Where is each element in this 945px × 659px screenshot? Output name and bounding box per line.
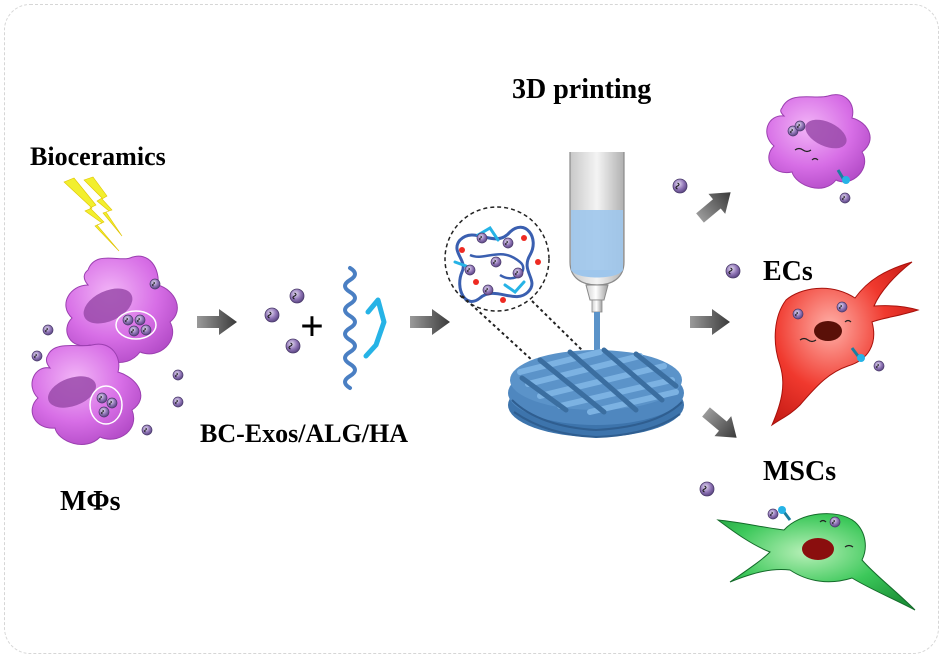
figure-frame [4,4,939,654]
arrow-right-3 [690,309,730,335]
exosome-group-bioink [264,288,305,354]
plus-sign: + [300,304,324,350]
arrow-right-1 [197,309,237,335]
printer-nozzle-icon [569,152,625,364]
arrow-right-2 [410,309,450,335]
mscs-label: MSCs [763,456,836,487]
stem-cell [716,506,916,611]
hyaluronic-acid-chain [363,297,387,359]
printed-scaffold [508,347,684,439]
lightning-icon [63,176,123,252]
bioink-network-zoom [444,206,550,312]
bioink-label: BC-Exos/ALG/HA [200,419,408,448]
endothelial-cell [770,261,920,427]
printing-label: 3D printing [512,74,651,105]
free-exosomes-right [672,178,741,497]
arrow-down-right [697,402,745,448]
target-macrophage-cell [766,94,871,204]
alginate-chain [343,266,357,390]
macrophage-cell-top [65,255,178,363]
macrophages-label: MΦs [60,486,121,517]
ecs-label: ECs [763,256,813,287]
bioceramics-label: Bioceramics [30,142,166,171]
arrow-up-right [691,182,739,228]
zoom-indicator-lines [461,295,589,373]
macrophage-cell-bottom [31,343,142,445]
